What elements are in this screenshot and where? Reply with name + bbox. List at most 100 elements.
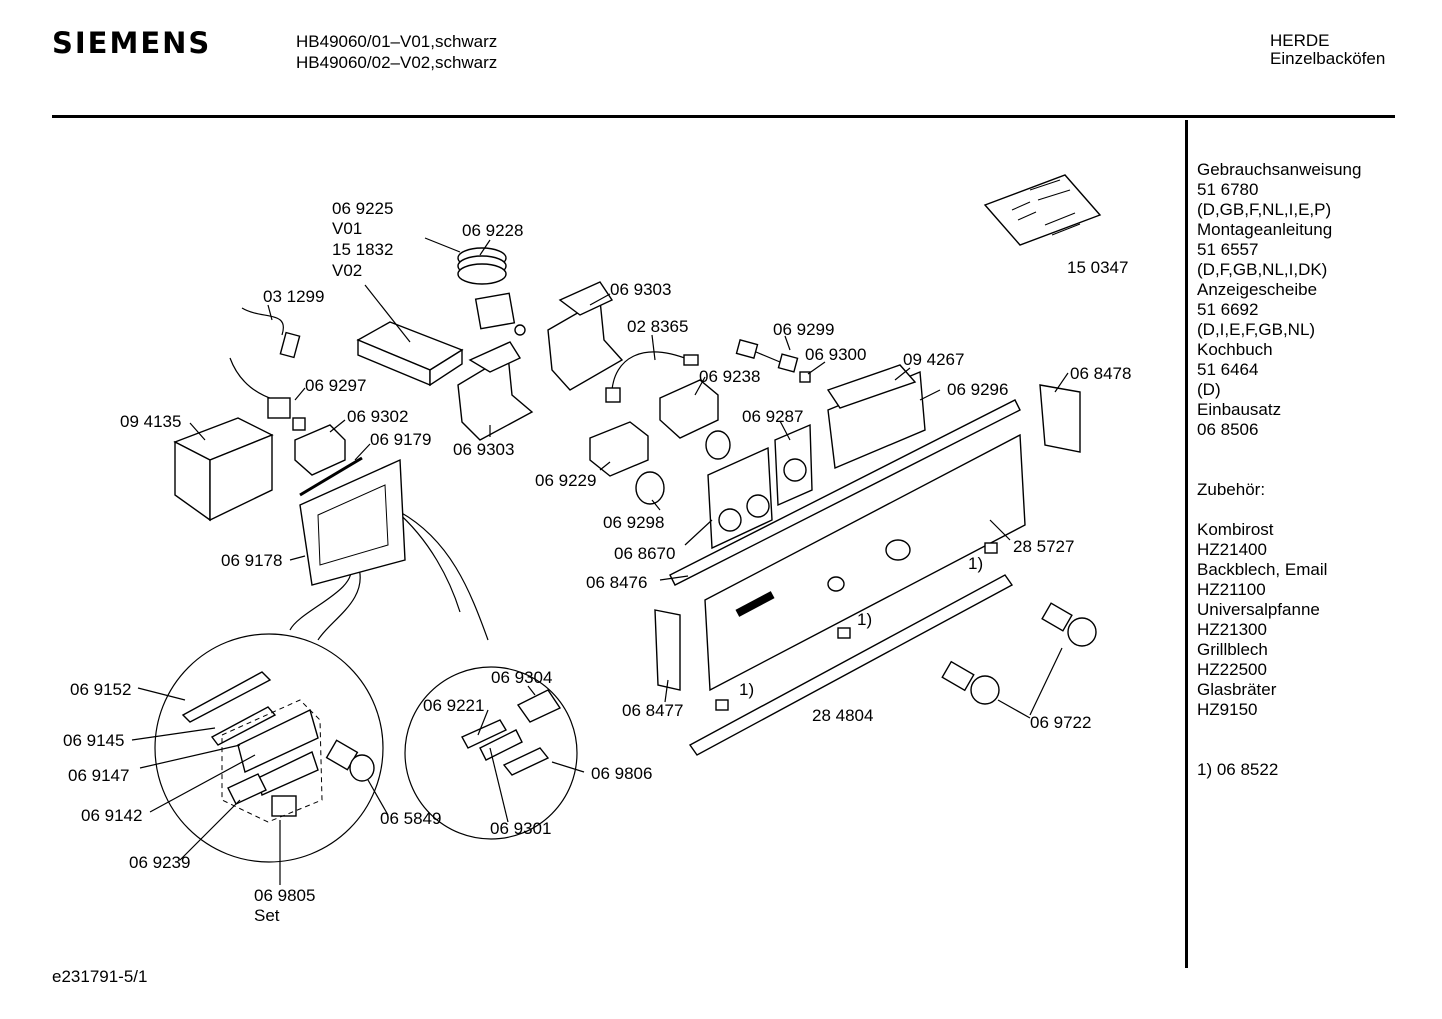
label-02-8365: 02 8365 bbox=[627, 317, 688, 336]
sidebar-parts-info: Gebrauchsanweisung 51 6780 (D,GB,F,NL,I,… bbox=[1197, 160, 1437, 780]
accessory-line: Kombirost bbox=[1197, 520, 1274, 539]
label-28-4804: 28 4804 bbox=[812, 706, 873, 725]
label-06-8670: 06 8670 bbox=[614, 544, 675, 563]
clip-part bbox=[715, 699, 729, 711]
label-set: Set bbox=[254, 906, 280, 925]
detail-leader-right-2 bbox=[399, 511, 489, 641]
connector-part bbox=[735, 339, 811, 383]
label-06-9142: 06 9142 bbox=[81, 806, 142, 825]
holder-part-9302 bbox=[294, 424, 346, 476]
label-06-9238: 06 9238 bbox=[699, 367, 760, 386]
label-06-9178: 06 9178 bbox=[221, 551, 282, 570]
header-divider bbox=[52, 115, 1395, 118]
label-06-8477: 06 8477 bbox=[622, 701, 683, 720]
terminal-block-part bbox=[356, 321, 464, 387]
label-footnote-1b: 1) bbox=[857, 610, 872, 629]
category-line-1: HERDE bbox=[1270, 31, 1330, 50]
label-06-9179: 06 9179 bbox=[370, 430, 431, 449]
accessory-line: Universalpfanne bbox=[1197, 600, 1320, 619]
label-06-9303-lower: 06 9303 bbox=[453, 440, 514, 459]
switch-part-9297 bbox=[229, 357, 306, 431]
timer-part bbox=[424, 237, 526, 336]
label-06-9722: 06 9722 bbox=[1030, 713, 1091, 732]
doc-line: (D) bbox=[1197, 380, 1221, 399]
label-footnote-1c: 1) bbox=[739, 680, 754, 699]
doc-line: (D,GB,F,NL,I,E,P) bbox=[1197, 200, 1332, 219]
detail-leader-right bbox=[394, 509, 461, 613]
leader-lines bbox=[131, 239, 1069, 885]
model-line-2: HB49060/02–V02,schwarz bbox=[296, 53, 498, 72]
accessory-line: HZ22500 bbox=[1197, 660, 1267, 679]
rod-part-9179 bbox=[299, 456, 363, 497]
module-part-9238 bbox=[659, 379, 719, 439]
label-09-4135: 09 4135 bbox=[120, 412, 181, 431]
label-06-9221: 06 9221 bbox=[423, 696, 484, 715]
label-06-9225: 06 9225 bbox=[332, 199, 393, 218]
label-06-9301: 06 9301 bbox=[490, 819, 551, 838]
footnote: 1) 06 8522 bbox=[1197, 760, 1279, 779]
knob-part-9722 bbox=[941, 602, 1097, 705]
label-09-4267: 09 4267 bbox=[903, 350, 964, 369]
label-06-9296: 06 9296 bbox=[947, 380, 1008, 399]
label-06-9805: 06 9805 bbox=[254, 886, 315, 905]
accessory-line: Glasbräter bbox=[1197, 680, 1277, 699]
label-06-5849: 06 5849 bbox=[380, 809, 441, 828]
label-06-9287: 06 9287 bbox=[742, 407, 803, 426]
accessory-line: Grillblech bbox=[1197, 640, 1268, 659]
label-06-9299: 06 9299 bbox=[773, 320, 834, 339]
doc-line: (D,F,GB,NL,I,DK) bbox=[1197, 260, 1328, 279]
label-06-9229: 06 9229 bbox=[535, 471, 596, 490]
relay-block-part bbox=[173, 417, 274, 522]
module-part-9229 bbox=[589, 421, 649, 477]
clip-part bbox=[837, 627, 851, 639]
doc-line: 51 6464 bbox=[1197, 360, 1259, 379]
accessory-line: Backblech, Email bbox=[1197, 560, 1328, 579]
knob-part-9298 bbox=[635, 430, 731, 505]
label-footnote-1a: 1) bbox=[968, 554, 983, 573]
doc-line: Anzeigescheibe bbox=[1197, 280, 1318, 299]
cable-part bbox=[241, 307, 301, 359]
accessory-line: HZ21400 bbox=[1197, 540, 1267, 559]
bracket-part-9267 bbox=[826, 364, 917, 409]
bracket-part-lower bbox=[457, 341, 534, 441]
label-06-9300: 06 9300 bbox=[805, 345, 866, 364]
label-15-1832: 15 1832 bbox=[332, 240, 393, 259]
label-06-9298: 06 9298 bbox=[603, 513, 664, 532]
label-15-0347: 15 0347 bbox=[1067, 258, 1128, 277]
doc-line: Gebrauchsanweisung bbox=[1197, 160, 1362, 179]
label-06-9806: 06 9806 bbox=[591, 764, 652, 783]
frame-part-9178 bbox=[299, 458, 406, 586]
label-v01: V01 bbox=[332, 219, 362, 238]
doc-line: 51 6780 bbox=[1197, 180, 1259, 199]
side-bracket-part-8477 bbox=[654, 609, 681, 691]
category-line-2: Einzelbacköfen bbox=[1270, 49, 1386, 68]
rail-part-28-4804 bbox=[688, 574, 1014, 756]
label-06-9297: 06 9297 bbox=[305, 376, 366, 395]
exploded-parts-diagram: 06 9225 V01 15 1832 V02 06 9228 03 1299 … bbox=[63, 174, 1131, 925]
label-03-1299: 03 1299 bbox=[263, 287, 324, 306]
label-06-9239: 06 9239 bbox=[129, 853, 190, 872]
sidebar-divider bbox=[1185, 120, 1188, 968]
detail-circle-right bbox=[404, 666, 578, 840]
model-line-1: HB49060/01–V01,schwarz bbox=[296, 32, 498, 51]
detail-circle-left bbox=[154, 633, 384, 863]
side-bracket-part-8478 bbox=[1039, 384, 1081, 453]
detail-leader-left-2 bbox=[317, 564, 361, 641]
label-06-9304: 06 9304 bbox=[491, 668, 552, 687]
siemens-logo: SIEMENS bbox=[52, 26, 212, 60]
clip-part bbox=[984, 542, 998, 554]
detail-left-parts bbox=[181, 671, 375, 823]
doc-line: Einbausatz bbox=[1197, 400, 1282, 419]
screw-bag-part bbox=[983, 174, 1102, 246]
document-id: e231791-5/1 bbox=[52, 967, 148, 986]
doc-line: (D,I,E,F,GB,NL) bbox=[1197, 320, 1316, 339]
label-06-9147: 06 9147 bbox=[68, 766, 129, 785]
label-06-8478: 06 8478 bbox=[1070, 364, 1131, 383]
accessories-title: Zubehör: bbox=[1197, 480, 1266, 499]
label-06-9145: 06 9145 bbox=[63, 731, 124, 750]
label-v02: V02 bbox=[332, 261, 362, 280]
doc-line: Kochbuch bbox=[1197, 340, 1273, 359]
label-06-8476: 06 8476 bbox=[586, 573, 647, 592]
display-frame-part bbox=[707, 446, 773, 550]
cable-harness-part bbox=[605, 351, 699, 403]
